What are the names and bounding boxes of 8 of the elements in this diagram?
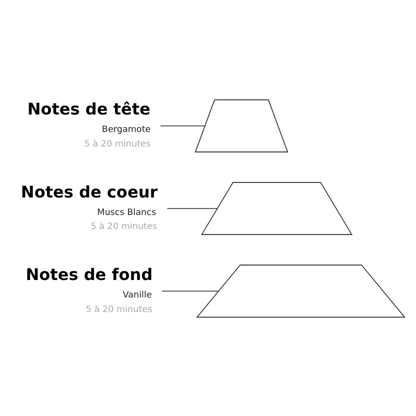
connector xyxy=(160,124,206,126)
node-text: Notes de fond Vanille 5 à 20 minutes xyxy=(26,264,153,314)
connector xyxy=(162,290,219,292)
node-text: Notes de tête Bergamote 5 à 20 minutes xyxy=(27,99,151,150)
node-trapezoid xyxy=(196,264,406,318)
node-text: Notes de coeur Muscs Blancs 5 à 20 minutes xyxy=(20,182,158,232)
node-trapezoid xyxy=(194,98,288,152)
node-trapezoid xyxy=(201,182,352,234)
